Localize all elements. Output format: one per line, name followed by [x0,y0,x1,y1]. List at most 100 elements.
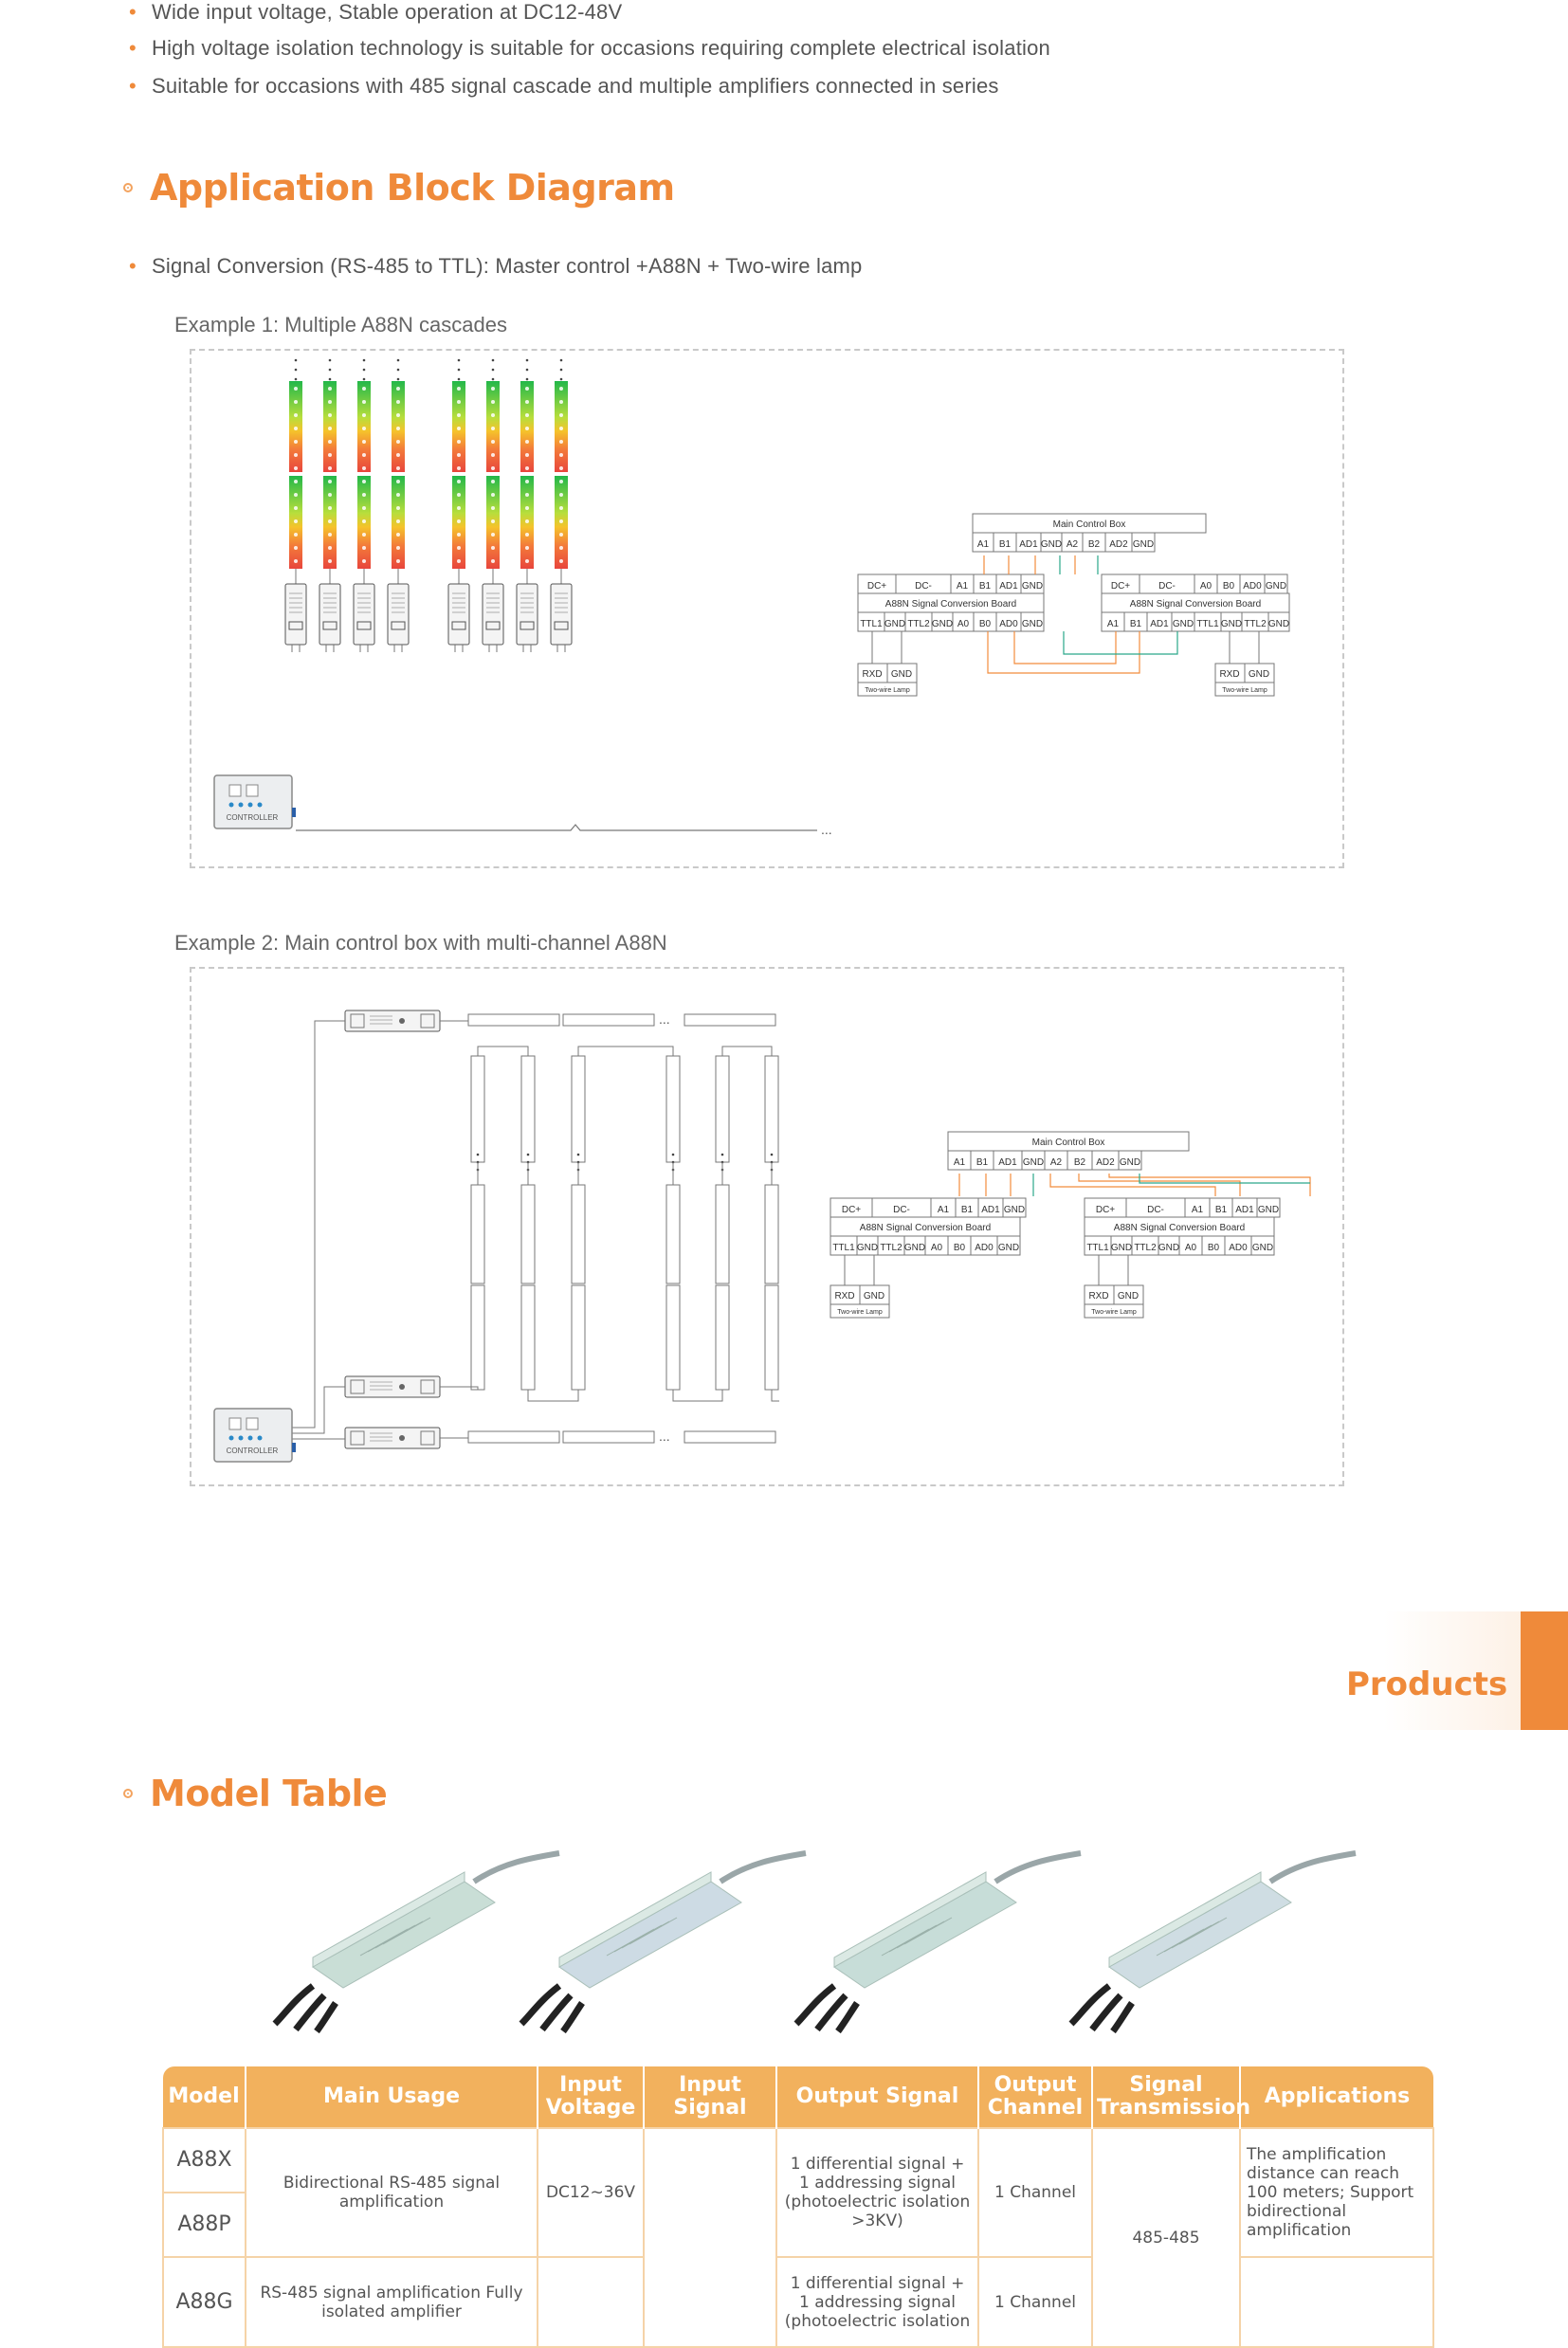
led-dot [457,559,461,563]
led-dot [396,533,400,537]
led-strip [482,358,504,652]
board-terminal-label: GND [1221,619,1242,629]
led-dot [491,533,495,537]
board-terminal-label: A0 [957,619,970,629]
controller-label: CONTROLLER [227,813,279,822]
strip-dot [328,377,332,381]
led-dot [396,546,400,550]
board-terminal-label: GND [1158,1243,1179,1253]
led-dot [559,480,563,483]
column-connector [577,1046,674,1056]
board-title: A88N Signal Conversion Board [860,1223,991,1233]
led-dot [491,440,495,444]
led-dot [491,519,495,523]
led-dot [525,400,529,404]
product-image [1068,1850,1357,2033]
output-signal-cell: 1 differential signal + 1 addressing sig… [775,2127,979,2258]
model-cell: A88X [162,2127,246,2193]
strip-dot [525,377,529,381]
table-row: A88X Bidirectional RS-485 signal amplifi… [162,2127,1434,2348]
vertical-lamp [764,1055,779,1163]
product-top [1108,1871,1262,1968]
vertical-lamp [571,1055,586,1163]
input-signal-cell [643,2127,777,2348]
bullet-dot-icon: • [129,74,137,98]
led-dot [525,546,529,550]
channel-cell: 1 Channel [977,2127,1093,2258]
board-terminal-label: TTL2 [880,1243,903,1253]
section-circle-icon [123,183,133,192]
amp-body [344,1375,441,1398]
led-dot [362,466,366,470]
main-box-terminal-label: B2 [1088,539,1101,550]
led-dot [559,413,563,417]
led-dot [559,559,563,563]
products-tab-label[interactable]: Products [1346,1665,1508,1703]
strip-dot [294,377,298,381]
lamp-terminal: RXD [834,1291,854,1301]
strip-dot [396,368,400,372]
led-strip [516,358,538,652]
amp-logo [451,621,466,630]
main-box-terminal-label: GND [1133,539,1154,550]
column-connector [721,1046,773,1056]
applications-cell [1239,2256,1434,2348]
led-dot [491,453,495,457]
board-terminal-label: DC+ [1096,1205,1115,1215]
product-images [272,1850,1357,2033]
board-terminal [1267,611,1290,632]
board-terminal-label: GND [884,619,905,629]
section-title: Application Block Diagram [150,167,675,209]
product-cable [994,1850,1082,1884]
board-terminal-label: A1 [938,1205,950,1215]
board-terminal-label: A0 [931,1243,943,1253]
main-box-terminal-label: B1 [999,539,1012,550]
lamp-terminal: GND [1118,1291,1139,1301]
led-dot [525,480,529,483]
led-dot [559,427,563,430]
lamp-terminal: RXD [862,669,882,680]
amp-logo [399,1435,405,1441]
amp-logo [322,621,337,630]
feature-text: Wide input voltage, Stable operation at … [152,0,623,24]
led-dot [491,493,495,497]
led-dot [457,533,461,537]
board-terminal-label: GND [1173,619,1194,629]
led-dot [294,559,298,563]
main-box-terminal-label: AD2 [1109,539,1128,550]
board-terminal-label: DC- [915,581,932,592]
board-terminal-label: GND [1004,1205,1025,1215]
led-dot [457,453,461,457]
two-wire-lamp-right: RXD GND Two-wire Lamp [1214,631,1275,697]
board-terminal-label: B1 [961,1205,974,1215]
header-input-signal: Input Signal [644,2066,777,2128]
wire-orange-cross [987,631,1140,674]
product-label-line [382,1917,431,1945]
product-body [1108,1881,1292,1989]
led-dot [328,466,332,470]
led-dot [362,387,366,391]
strip-dot [491,377,495,381]
main-box-terminal-label: GND [1120,1157,1140,1168]
vertical-lamp [764,1284,779,1391]
led-dot [559,466,563,470]
led-dot [396,519,400,523]
board-terminal-label: TTL2 [1134,1243,1157,1253]
strip-dot [362,368,366,372]
led-strip [447,358,470,652]
board-terminal [1020,611,1045,632]
led-dot [294,519,298,523]
led-dot [457,506,461,510]
led-dot [362,559,366,563]
header-output-channel: Output Channel [978,2066,1093,2128]
product-top [558,1871,712,1968]
board-terminal-label: B0 [954,1243,966,1253]
led-dot [294,506,298,510]
vertical-lamp [715,1284,730,1391]
lamp-terminal: RXD [1088,1291,1108,1301]
led-dot [294,387,298,391]
column-dot [576,1153,580,1156]
lamp-label: Two-wire Lamp [865,687,910,694]
board-terminal-label: TTL1 [1086,1243,1109,1253]
